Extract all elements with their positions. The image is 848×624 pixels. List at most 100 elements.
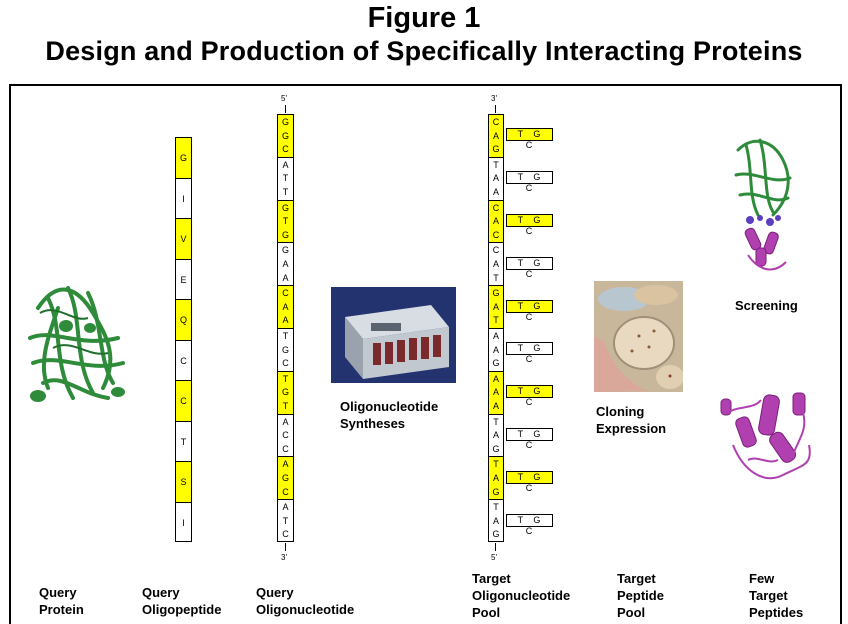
tgc-label-box: T G C xyxy=(506,385,553,407)
peptide-residue-cell: Q xyxy=(176,300,191,341)
nucleotide-base: T xyxy=(282,373,289,384)
query-protein-structure-image xyxy=(28,286,125,402)
nucleotide-base: T xyxy=(282,186,289,197)
nucleotide-base: G xyxy=(281,130,289,141)
screening-complex-structure-image xyxy=(734,138,792,271)
peptide-residue-cell: S xyxy=(176,462,191,503)
nucleotide-base: G xyxy=(492,144,500,155)
nucleotide-base: A xyxy=(492,515,499,526)
figure-title: Design and Production of Specifically In… xyxy=(45,36,803,66)
peptide-residue-cell: E xyxy=(176,260,191,300)
peptide-residue-cell: G xyxy=(176,138,191,179)
target-nucleotide-3prime: 3' xyxy=(491,94,497,103)
nucleotide-base: T xyxy=(282,400,289,411)
nucleotide-base: G xyxy=(492,288,500,299)
nucleotide-base: T xyxy=(493,272,499,283)
tgc-label-box: T G C xyxy=(506,513,553,536)
nucleotide-base: A xyxy=(492,400,499,411)
nucleotide-base: C xyxy=(282,144,289,155)
nucleotide-base: C xyxy=(492,117,500,127)
nucleotide-base: C xyxy=(282,430,289,441)
target-peptide-structure-image xyxy=(720,392,811,480)
tgc-label-box: T G C xyxy=(506,470,553,493)
nucleotide-base: C xyxy=(282,486,289,497)
nucleotide-base: G xyxy=(492,529,500,540)
nucleotide-base: G xyxy=(281,387,289,398)
nucleotide-base: C xyxy=(492,245,500,256)
nucleotide-base: T xyxy=(493,159,499,170)
tgc-label-box: T G C xyxy=(506,342,553,364)
cloning-petri-dish-image xyxy=(594,281,684,392)
query-nucleotide-top-tick xyxy=(285,105,286,113)
diagram-frame xyxy=(9,84,842,624)
nucleotide-base: C xyxy=(492,229,500,240)
nucleotide-base: A xyxy=(492,373,499,384)
target-nucleotide-5prime: 5' xyxy=(491,553,497,562)
nucleotide-base: T xyxy=(493,459,499,470)
nucleotide-base: C xyxy=(282,358,289,369)
nucleotide-base: T xyxy=(282,515,289,526)
nucleotide-base: A xyxy=(492,430,499,441)
peptide-residue-cell: C xyxy=(176,341,191,381)
nucleotide-base: A xyxy=(492,173,499,184)
nucleotide-base: A xyxy=(282,272,289,283)
peptide-residue-cell: C xyxy=(176,381,191,422)
nucleotide-base: G xyxy=(281,472,289,483)
nucleotide-base: A xyxy=(492,258,499,269)
dna-synthesizer-image xyxy=(331,287,456,383)
nucleotide-base: A xyxy=(492,216,499,227)
nucleotide-base: G xyxy=(281,117,289,127)
nucleotide-base: G xyxy=(281,344,289,355)
nucleotide-base: T xyxy=(282,173,289,184)
target-nucleotide-bottom-tick xyxy=(495,543,496,551)
nucleotide-base: T xyxy=(493,502,499,513)
tgc-label-box: T G C xyxy=(506,214,553,236)
nucleotide-base: A xyxy=(492,472,499,483)
nucleotide-base: A xyxy=(492,387,499,398)
nucleotide-base: C xyxy=(492,202,500,213)
nucleotide-base: A xyxy=(282,301,289,312)
nucleotide-base: A xyxy=(282,258,289,269)
nucleotide-base: T xyxy=(282,216,289,227)
tgc-label-box: T G C xyxy=(506,128,553,150)
peptide-residue-cell: I xyxy=(176,179,191,219)
nucleotide-base: C xyxy=(282,529,289,540)
nucleotide-base: A xyxy=(282,502,289,513)
nucleotide-base: A xyxy=(492,301,499,312)
peptide-residue-cell: V xyxy=(176,219,191,260)
nucleotide-base: G xyxy=(492,486,500,497)
tgc-label-box: T G C xyxy=(506,299,553,322)
tgc-label-box: T G C xyxy=(506,171,553,193)
peptide-residue-cell: I xyxy=(182,517,185,528)
nucleotide-base: G xyxy=(281,245,289,256)
nucleotide-base: A xyxy=(492,344,499,355)
screening-label: Screening xyxy=(735,298,798,313)
target-nucleotide-top-tick xyxy=(495,105,496,113)
nucleotide-base: A xyxy=(282,159,289,170)
query-nucleotide-bottom-tick xyxy=(285,543,286,551)
query-nucleotide-5prime: 5' xyxy=(281,94,287,103)
